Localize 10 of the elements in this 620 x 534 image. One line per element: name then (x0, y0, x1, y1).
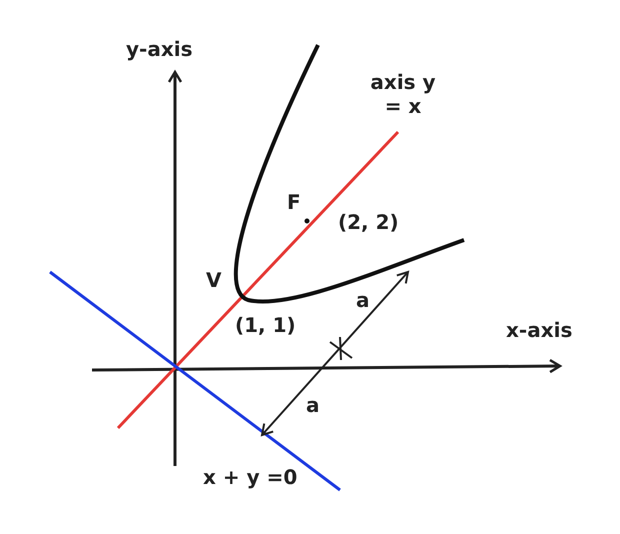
axis-label: y-axis (126, 37, 192, 61)
axis-label: x-axis (506, 318, 572, 342)
axis-label: a (306, 393, 320, 417)
axis-label: axis y = x (369, 70, 437, 118)
axis-label: x + y =0 (203, 465, 298, 489)
axis-label: V (206, 268, 222, 292)
axis-label: (2, 2) (338, 210, 399, 234)
axis-label: F (287, 190, 301, 214)
axis-label: (1, 1) (235, 313, 296, 337)
axis-label: a (356, 288, 370, 312)
